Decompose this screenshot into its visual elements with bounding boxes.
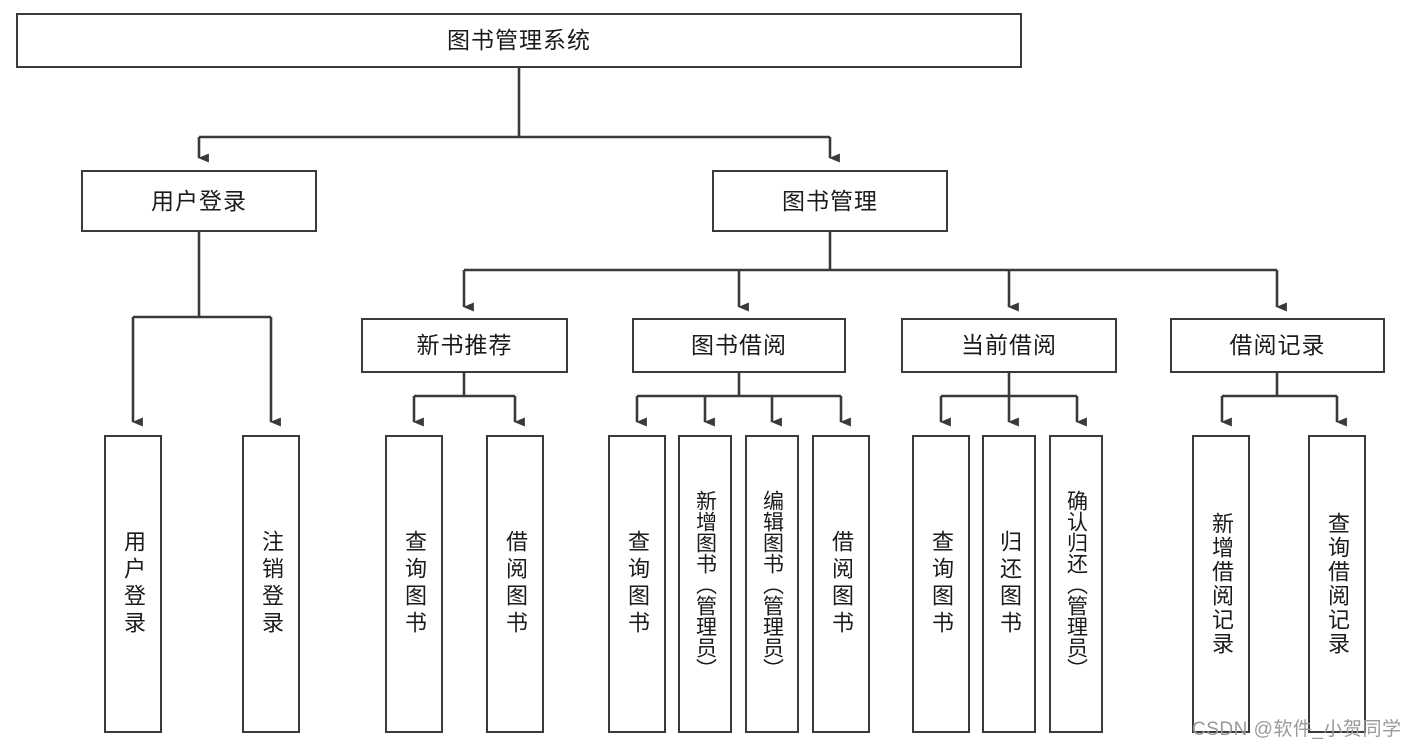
node-label: 查询图书 xyxy=(929,530,954,638)
leaf-borrow-add-book-admin[interactable]: 新增图书（管理员） xyxy=(678,435,732,733)
leaf-user-login-login[interactable]: 用户登录 xyxy=(104,435,162,733)
node-current-borrow[interactable]: 当前借阅 xyxy=(901,318,1117,373)
node-label: 用户登录 xyxy=(121,530,146,638)
node-label: 当前借阅 xyxy=(961,332,1057,359)
node-borrow-record[interactable]: 借阅记录 xyxy=(1170,318,1385,373)
csdn-watermark: CSDN @软件_小贺同学 xyxy=(1192,714,1401,741)
node-label: 查询图书 xyxy=(625,530,650,638)
leaf-recommend-borrow-book[interactable]: 借阅图书 xyxy=(486,435,544,733)
leaf-user-login-logout[interactable]: 注销登录 xyxy=(242,435,300,733)
leaf-record-add-record[interactable]: 新增借阅记录 xyxy=(1192,435,1250,733)
node-label: 新增借阅记录 xyxy=(1209,512,1234,656)
node-label: 借阅图书 xyxy=(503,530,528,638)
node-label: 借阅记录 xyxy=(1229,332,1326,359)
node-label: 图书管理系统 xyxy=(447,27,591,54)
node-label: 新增图书（管理员） xyxy=(693,489,717,679)
leaf-borrow-borrow-book[interactable]: 借阅图书 xyxy=(812,435,870,733)
node-book-borrow[interactable]: 图书借阅 xyxy=(632,318,846,373)
node-label: 归还图书 xyxy=(997,530,1022,638)
watermark-text: CSDN @软件_小贺同学 xyxy=(1192,719,1402,740)
node-label: 图书管理 xyxy=(782,187,878,214)
node-book-management[interactable]: 图书管理 xyxy=(712,170,948,232)
leaf-current-confirm-return-admin[interactable]: 确认归还（管理员） xyxy=(1049,435,1103,733)
leaf-recommend-query-book[interactable]: 查询图书 xyxy=(385,435,443,733)
node-label: 注销登录 xyxy=(259,530,284,638)
leaf-record-query-record[interactable]: 查询借阅记录 xyxy=(1308,435,1366,733)
node-label: 确认归还（管理员） xyxy=(1064,489,1088,679)
leaf-borrow-query-book[interactable]: 查询图书 xyxy=(608,435,666,733)
leaf-current-query-book[interactable]: 查询图书 xyxy=(912,435,970,733)
node-label: 编辑图书（管理员） xyxy=(760,489,784,679)
node-label: 查询借阅记录 xyxy=(1325,512,1350,656)
node-label: 图书借阅 xyxy=(691,332,787,359)
node-label: 新书推荐 xyxy=(416,332,513,359)
leaf-current-return-book[interactable]: 归还图书 xyxy=(982,435,1036,733)
node-label: 查询图书 xyxy=(402,530,427,638)
node-root-system[interactable]: 图书管理系统 xyxy=(16,13,1022,68)
node-label: 借阅图书 xyxy=(829,530,854,638)
leaf-borrow-edit-book-admin[interactable]: 编辑图书（管理员） xyxy=(745,435,799,733)
node-user-login[interactable]: 用户登录 xyxy=(81,170,317,232)
node-new-book-recommend[interactable]: 新书推荐 xyxy=(361,318,568,373)
node-label: 用户登录 xyxy=(151,187,247,214)
